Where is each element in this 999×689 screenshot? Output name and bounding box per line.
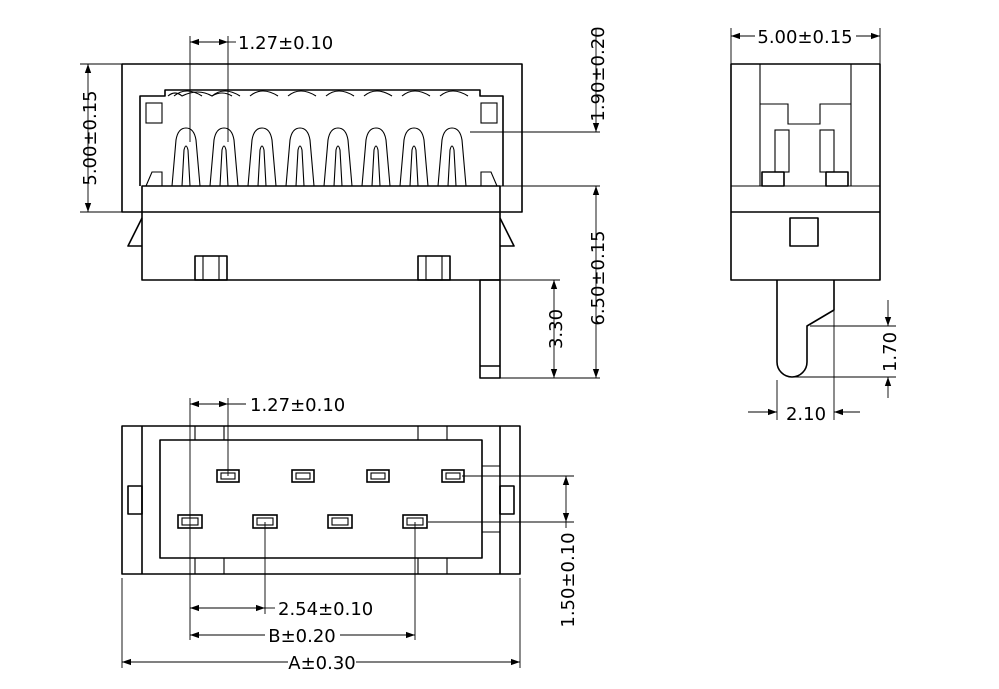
- front-pitch-label: 1.27±0.10: [238, 33, 333, 54]
- tail-length-label: 3.30: [546, 309, 567, 349]
- pin-pad: [441, 469, 465, 483]
- bottom-pins: [177, 469, 465, 529]
- front-contact: [323, 127, 353, 187]
- pin-pad: [366, 469, 390, 483]
- side-dimensions: 5.00±0.15 1.70 2.10: [730, 27, 901, 425]
- front-contact-top: [439, 90, 469, 97]
- row-spacing-label: 1.50±0.10: [558, 532, 579, 627]
- tail-offset-label: 1.70: [880, 332, 901, 372]
- front-contact-top: [211, 90, 241, 97]
- pin-pad-inner: [370, 472, 386, 480]
- front-contact-top: [249, 90, 279, 97]
- front-contact: [171, 127, 201, 187]
- dim-b-label: B±0.20: [268, 626, 336, 647]
- bottom-view: [121, 425, 521, 575]
- front-contact: [437, 127, 467, 187]
- pin-pad-inner: [331, 517, 349, 526]
- side-width-label: 5.00±0.15: [757, 27, 852, 48]
- pin-pad-inner: [295, 472, 311, 480]
- pin-pad: [291, 469, 315, 483]
- pin-pad-inner: [445, 472, 461, 480]
- front-view: [121, 63, 523, 379]
- bottom-pitch-half-label: 1.27±0.10: [250, 395, 345, 416]
- contact-top-label: 1.90±0.20: [588, 26, 609, 121]
- front-dimensions: 1.27±0.10 5.00±0.15 1.90±0.20 6.50±0.15 …: [80, 26, 609, 379]
- total-height-label: 6.50±0.15: [588, 230, 609, 325]
- front-contact-top: [363, 90, 393, 97]
- front-contact-top: [287, 90, 317, 97]
- front-height-label: 5.00±0.15: [80, 90, 101, 185]
- front-contact-top: [325, 90, 355, 97]
- front-contact-top: [401, 90, 431, 97]
- front-contact: [285, 127, 315, 187]
- side-view: [730, 63, 881, 378]
- front-contacts: [171, 90, 469, 187]
- front-contact: [361, 127, 391, 187]
- front-contact-top: [173, 90, 203, 97]
- bottom-dimensions: 1.27±0.10 2.54±0.10 B±0.20 A±0.30 1.50±0…: [121, 395, 579, 674]
- dim-a-label: A±0.30: [288, 653, 355, 674]
- tail-width-label: 2.10: [786, 404, 826, 425]
- front-contact: [399, 127, 429, 187]
- front-contact: [247, 127, 277, 187]
- bottom-pitch-label: 2.54±0.10: [278, 599, 373, 620]
- front-contact: [209, 127, 239, 187]
